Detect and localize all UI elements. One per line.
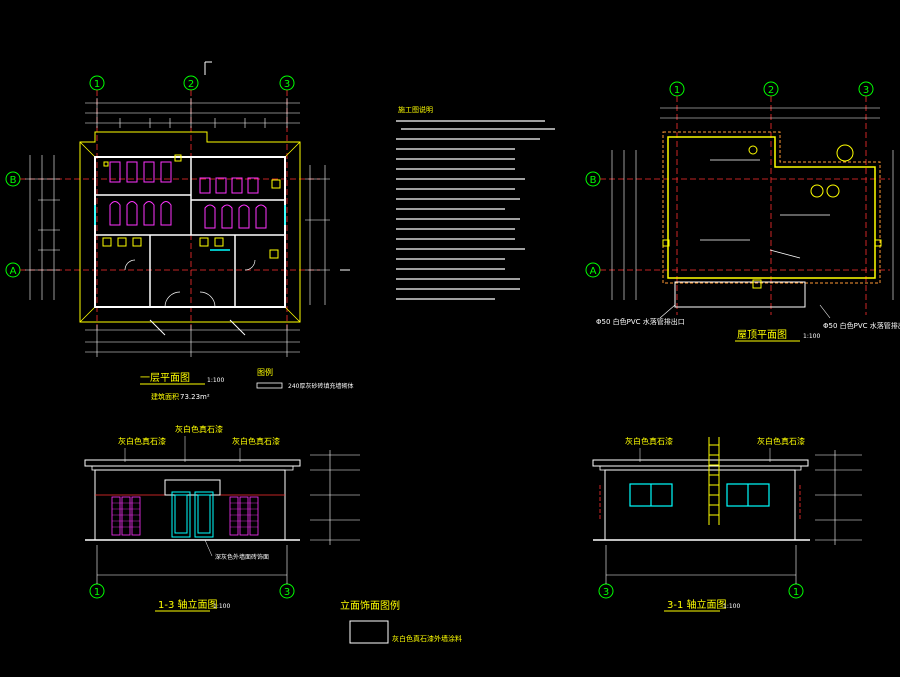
area-value: 73.23m² — [180, 393, 210, 401]
front-tile-label-1: 灰白色真石漆 — [118, 436, 166, 446]
door-swings — [124, 259, 256, 308]
front-parapet — [84, 459, 301, 467]
axis-bubble-B: B — [5, 171, 21, 187]
top-dimensions — [85, 98, 300, 128]
front-elevation-scale: 1:100 — [213, 603, 230, 610]
front-louvre-windows — [111, 496, 259, 536]
notes-lines — [396, 120, 555, 300]
plan-title: 一层平面图 — [140, 372, 190, 384]
svg-text:1: 1 — [793, 587, 799, 598]
roof-dimensions — [611, 107, 894, 300]
axis-bubble-1-top: 1 — [89, 75, 105, 91]
front-elevation-title: 1-3 轴立面图 — [158, 598, 218, 611]
axis-bubble-2-roof: 2 — [763, 81, 779, 97]
side-level-markers — [815, 450, 862, 545]
roof-plan: 1 2 3 B A — [585, 81, 900, 342]
svg-text:A: A — [10, 266, 17, 277]
side-elevation-scale: 1:100 — [723, 603, 740, 610]
svg-text:2: 2 — [188, 79, 194, 90]
axis-bubble-A: A — [5, 262, 21, 278]
side-windows — [629, 483, 770, 507]
svg-text:3: 3 — [863, 85, 869, 96]
side-axis-1: 1 — [788, 583, 804, 599]
axis-bubble-1-roof: 1 — [669, 81, 685, 97]
louvre-slats — [112, 502, 258, 528]
axis-bubble-3-top: 3 — [279, 75, 295, 91]
front-axis-3: 3 — [279, 583, 295, 599]
svg-text:3: 3 — [284, 587, 290, 598]
axis-bubble-3-roof: 3 — [858, 81, 874, 97]
axis-bubble-B-roof: B — [585, 171, 601, 187]
finish-legend: 立面饰面图例 灰白色真石漆外墙涂料 — [340, 599, 462, 644]
slope-arrows — [700, 159, 830, 259]
plan-windows — [94, 205, 286, 251]
roof-scale: 1:100 — [803, 333, 820, 340]
notes-title: 施工图说明 — [398, 105, 433, 114]
canopy — [674, 281, 806, 308]
front-elevation: 灰白色真石漆 灰白色真石漆 灰白色真石漆 深灰色外墙面砖饰面 1 3 1-3 轴… — [84, 424, 360, 612]
bottom-dimensions — [85, 325, 300, 357]
front-doors — [171, 491, 214, 538]
axis-bubble-2-top: 2 — [183, 75, 199, 91]
svg-text:B: B — [10, 175, 17, 186]
toilet-stalls-right — [199, 177, 267, 229]
roof-title: 屋顶平面图 — [737, 329, 787, 341]
front-tile-label-2: 灰白色真石漆 — [175, 424, 223, 434]
svg-text:2: 2 — [768, 85, 774, 96]
parapet-inner — [667, 136, 876, 279]
entrance-canopy — [164, 479, 221, 496]
toilet-stalls-left — [109, 161, 172, 226]
roof-drains — [662, 144, 882, 289]
exterior-walls — [94, 156, 286, 308]
floor-plan: 1 2 3 B A — [5, 61, 353, 401]
front-tile-label-3: 灰白色真石漆 — [232, 436, 280, 446]
parapet-outer — [662, 131, 881, 284]
front-bottom-note: 深灰色外墙面砖饰面 — [215, 553, 269, 561]
finish-legend-swatch — [349, 620, 389, 644]
front-level-markers — [310, 450, 360, 545]
side-tile-label-1: 灰白色真石漆 — [625, 436, 673, 446]
roof-callout-left: Φ50 白色PVC 水落管排出口 — [596, 317, 685, 326]
finish-legend-text: 灰白色真石漆外墙涂料 — [392, 634, 462, 643]
svg-text:A: A — [590, 266, 597, 277]
svg-text:3: 3 — [284, 79, 290, 90]
finish-legend-title: 立面饰面图例 — [340, 599, 400, 612]
apron-outline — [79, 131, 301, 323]
left-dimensions — [25, 155, 60, 300]
legend-text: 240厚灰砂砖填充墙砌体 — [288, 382, 353, 390]
sinks — [102, 154, 281, 259]
side-parapet — [592, 459, 809, 467]
roof-ladder — [708, 437, 720, 525]
svg-text:3: 3 — [603, 587, 609, 598]
right-dimensions — [305, 165, 330, 305]
svg-text:1: 1 — [674, 85, 680, 96]
section-markers — [149, 61, 350, 336]
svg-text:1: 1 — [94, 587, 100, 598]
legend-title: 图例 — [257, 367, 273, 377]
axis-grid-lines — [20, 90, 320, 330]
svg-text:B: B — [590, 175, 597, 186]
general-notes: 施工图说明 — [396, 105, 555, 300]
svg-text:1: 1 — [94, 79, 100, 90]
plan-scale: 1:100 — [207, 377, 224, 384]
interior-walls — [95, 157, 285, 307]
side-tile-label-2: 灰白色真石漆 — [757, 436, 805, 446]
roof-callout-right: Φ50 白色PVC 水落管排出口 — [823, 321, 900, 330]
side-elevation-title: 3-1 轴立面图 — [667, 598, 727, 611]
side-elevation: 灰白色真石漆 灰白色真石漆 3 1 3-1 轴立面图 1:100 — [592, 436, 862, 612]
front-axis-1: 1 — [89, 583, 105, 599]
legend-swatch — [256, 382, 283, 389]
side-axis-3: 3 — [598, 583, 614, 599]
area-label: 建筑面积 — [151, 392, 179, 401]
side-wall — [604, 469, 796, 541]
axis-bubble-A-roof: A — [585, 262, 601, 278]
